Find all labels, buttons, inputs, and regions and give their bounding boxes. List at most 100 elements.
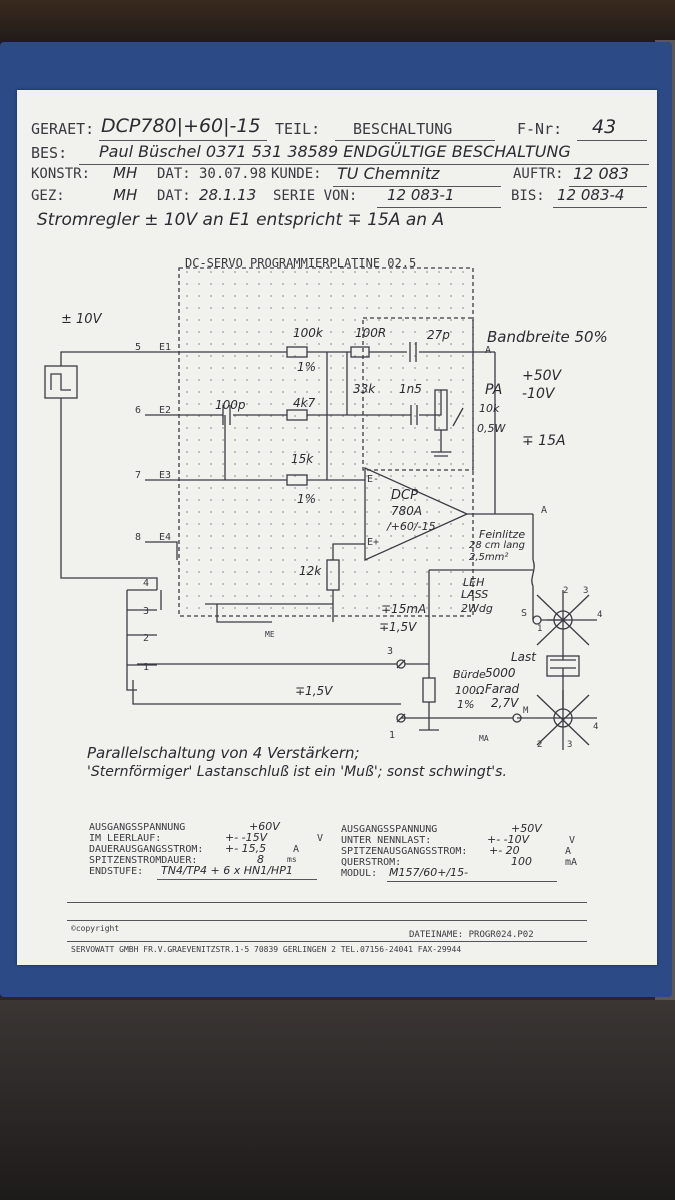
pin-8: 8 bbox=[135, 532, 142, 543]
spec-nenn-unit: V bbox=[569, 835, 576, 846]
burden-label-3: 1% bbox=[457, 698, 475, 711]
resistor-100r bbox=[350, 346, 370, 358]
spec-quer-label: QUERSTROM: bbox=[341, 857, 402, 868]
node-me: ME bbox=[265, 630, 275, 639]
input-voltage-label: ± 10V bbox=[61, 312, 102, 327]
leh-label-1: LEH bbox=[463, 576, 485, 589]
leh-label-3: 2Wdg bbox=[461, 602, 493, 615]
spec-quer-value: 100 bbox=[511, 855, 532, 868]
terminal-3: 3 bbox=[387, 646, 394, 657]
supply-negative: -10V bbox=[522, 386, 555, 402]
e-plus-label: E+ bbox=[367, 537, 380, 548]
pa-w-label: 0,5W bbox=[477, 422, 506, 435]
background-top bbox=[0, 0, 675, 45]
star-top-1: 1 bbox=[537, 624, 543, 634]
spec-right-title: AUSGANGSSPANNUNG bbox=[341, 824, 438, 835]
pin-5: 5 bbox=[135, 342, 142, 353]
dcp-label-2: 780A bbox=[391, 504, 423, 518]
spec-dauer-value: +- 15,5 bbox=[225, 842, 267, 855]
feinlitze-label-3: 2,5mm² bbox=[469, 552, 509, 563]
circuit-schematic bbox=[44, 267, 597, 750]
pin-6: 6 bbox=[135, 405, 142, 416]
r4k7-label: 4k7 bbox=[293, 396, 316, 410]
conn-4: 4 bbox=[143, 578, 150, 589]
spec-spitze-unit: ms bbox=[287, 855, 297, 864]
capacitor-100p bbox=[222, 405, 231, 425]
load-supercap bbox=[550, 650, 576, 710]
fnr-label: F-Nr: bbox=[517, 120, 563, 138]
leh-label-2: LASS bbox=[461, 588, 489, 601]
regulator-note: Stromregler ± 10V an E1 entspricht ∓ 15A… bbox=[37, 210, 445, 230]
capacitor-27p bbox=[409, 342, 417, 362]
pa-r-label: 10k bbox=[479, 402, 500, 415]
teil-underline bbox=[335, 140, 495, 141]
voltage-15v-a: ∓1,5V bbox=[379, 620, 417, 634]
spec-dauer-unit: A bbox=[293, 844, 300, 855]
burden-label-1: Bürde bbox=[453, 668, 486, 681]
spec-spitzenaus-unit: A bbox=[565, 846, 572, 857]
r100r-label: 100R bbox=[355, 326, 387, 340]
load-label-3: Farad bbox=[485, 682, 520, 696]
r100k-label: 100k bbox=[293, 326, 323, 340]
serie-label: SERIE VON: bbox=[273, 188, 358, 204]
bes-underline bbox=[79, 164, 649, 165]
dcp-amplifier bbox=[364, 466, 469, 562]
bandwidth-label: Bandbreite 50% bbox=[487, 328, 608, 346]
board-outline bbox=[178, 267, 474, 617]
conn-2: 2 bbox=[143, 633, 150, 644]
kunde-underline bbox=[333, 186, 501, 187]
bes-value: Paul Büschel 0371 531 38589 ENDGÜLTIGE B… bbox=[99, 142, 571, 161]
e-minus-label: E- bbox=[367, 474, 380, 485]
fnr-underline bbox=[577, 140, 647, 141]
resistor-100k bbox=[286, 346, 308, 358]
output-current: ∓ 15A bbox=[522, 433, 566, 449]
star-bottom-3: 3 bbox=[567, 740, 573, 750]
load-label-2: 5000 bbox=[485, 666, 516, 680]
capacitor-1n5 bbox=[410, 405, 418, 425]
output-a: A bbox=[541, 505, 548, 516]
spec-left-idle-label: IM LEERLAUF: bbox=[89, 833, 162, 844]
auftr-underline bbox=[569, 186, 647, 187]
resistor-4k7 bbox=[286, 409, 308, 421]
bis-value: 12 083-4 bbox=[557, 186, 625, 204]
auftr-label: AUFTR: bbox=[513, 166, 564, 182]
spec-spitze-label: SPITZENSTROMDAUER: bbox=[89, 855, 198, 866]
r100k-tol-label: 1% bbox=[297, 360, 317, 374]
bis-underline bbox=[553, 207, 647, 208]
r15k-tol-label: 1% bbox=[297, 492, 317, 506]
spec-left-idle-unit: V bbox=[317, 833, 324, 844]
kunde-label: KUNDE: bbox=[271, 166, 322, 182]
spec-left-title: AUSGANGSSPANNUNG bbox=[89, 822, 186, 833]
gez-value: MH bbox=[113, 186, 138, 204]
node-a-top: A bbox=[485, 345, 492, 356]
spec-dauer-label: DAUERAUSGANGSSTROM: bbox=[89, 844, 204, 855]
node-ma: MA bbox=[479, 734, 489, 743]
input-e1: E1 bbox=[159, 342, 172, 353]
spec-quer-unit: mA bbox=[565, 857, 578, 868]
background-bottom bbox=[0, 1000, 675, 1200]
bes-label: BES: bbox=[31, 144, 68, 162]
spec-modul-value: M157/60+/15- bbox=[389, 866, 469, 879]
file-name: DATEINAME: PROGR024.P02 bbox=[409, 930, 534, 940]
dcp-label-1: DCP bbox=[391, 488, 418, 503]
konstr-label: KONSTR: bbox=[31, 166, 91, 182]
load-label-4: 2,7V bbox=[491, 696, 519, 710]
pin-7: 7 bbox=[135, 470, 142, 481]
voltage-15v-b: ∓1,5V bbox=[295, 684, 333, 698]
r33k-label: 33k bbox=[353, 382, 376, 396]
conn-3: 3 bbox=[143, 606, 150, 617]
copyright-mark: ©copyright bbox=[71, 924, 120, 933]
star-bottom-4: 4 bbox=[593, 722, 599, 732]
load-label-1: Last bbox=[511, 650, 536, 664]
resistor-15k bbox=[286, 474, 308, 486]
dat1-value: 30.07.98 bbox=[199, 166, 267, 182]
burden-label-2: 100Ω bbox=[455, 684, 485, 697]
star-top-4: 4 bbox=[597, 610, 603, 620]
node-m: M bbox=[523, 706, 529, 716]
burden-resistor bbox=[422, 677, 436, 703]
endstufe-underline bbox=[157, 879, 317, 880]
sense-s: S bbox=[521, 608, 528, 619]
modul-underline bbox=[387, 881, 557, 882]
board-title: DC-SERVO PROGRAMMIERPLATINE 02.5 bbox=[185, 256, 417, 270]
spec-left-idle-neg: +- -15V bbox=[225, 831, 268, 844]
